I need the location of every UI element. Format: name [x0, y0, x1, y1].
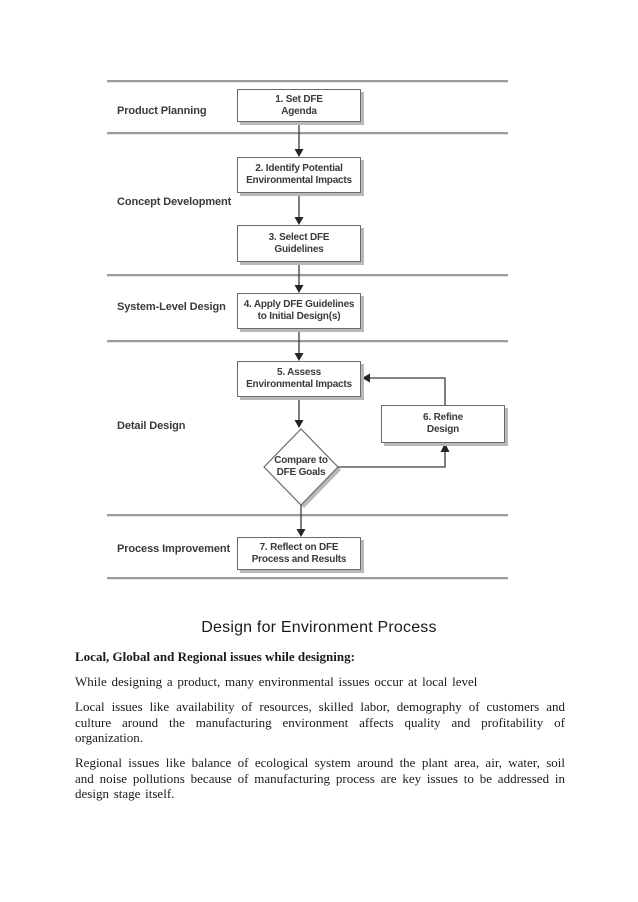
arrow-refine-to-step5	[370, 377, 446, 405]
arrowhead-step7	[296, 529, 306, 537]
arrowhead-step4	[294, 285, 304, 293]
stage-label-detail-design: Detail Design	[117, 420, 186, 432]
flow-node-reflect-on-process: 7. Reflect on DFE Process and Results	[237, 537, 361, 570]
arrowhead-refine	[440, 443, 450, 452]
section-divider	[107, 132, 508, 134]
flow-node-select-guidelines: 3. Select DFE Guidelines	[237, 225, 361, 262]
flow-node-assess-impacts: 5. Assess Environmental Impacts	[237, 361, 361, 397]
paragraph-local-level: While designing a product, many environm…	[75, 674, 478, 689]
dfe-process-flowchart: Product Planning Concept Development Sys…	[107, 80, 508, 579]
paragraph-regional-issues: Regional issues like balance of ecologic…	[75, 755, 565, 801]
arrowhead-step5-return	[362, 373, 370, 383]
arrowhead-step3	[294, 217, 304, 225]
arrow-decision-to-refine	[338, 451, 446, 468]
section-divider	[107, 340, 508, 342]
section-divider	[107, 274, 508, 276]
stage-label-concept-development: Concept Development	[117, 196, 232, 208]
body-text: Local, Global and Regional issues while …	[75, 649, 565, 811]
flow-node-set-dfe-agenda: 1. Set DFE Agenda	[237, 89, 361, 122]
paragraph-local-issues: Local issues like availability of resour…	[75, 699, 565, 745]
flow-node-refine-design: 6. Refine Design	[381, 405, 505, 443]
stage-label-process-improvement: Process Improvement	[117, 543, 231, 555]
arrowhead-step2	[294, 149, 304, 157]
stage-label-system-level-design: System-Level Design	[117, 301, 226, 313]
arrowhead-step5	[294, 353, 304, 361]
section-divider	[107, 80, 508, 82]
flow-node-identify-impacts: 2. Identify Potential Environmental Impa…	[237, 157, 361, 193]
flow-node-apply-guidelines: 4. Apply DFE Guidelines to Initial Desig…	[237, 293, 361, 329]
decision-label-compare-to-dfe-goals: Compare to DFE Goals	[274, 455, 328, 478]
section-heading: Local, Global and Regional issues while …	[75, 649, 355, 664]
stage-label-product-planning: Product Planning	[117, 105, 207, 117]
section-divider	[107, 514, 508, 516]
figure-caption: Design for Environment Process	[201, 619, 437, 636]
section-divider	[107, 577, 508, 579]
arrowhead-decision	[294, 420, 304, 428]
flow-connectors	[263, 122, 450, 537]
